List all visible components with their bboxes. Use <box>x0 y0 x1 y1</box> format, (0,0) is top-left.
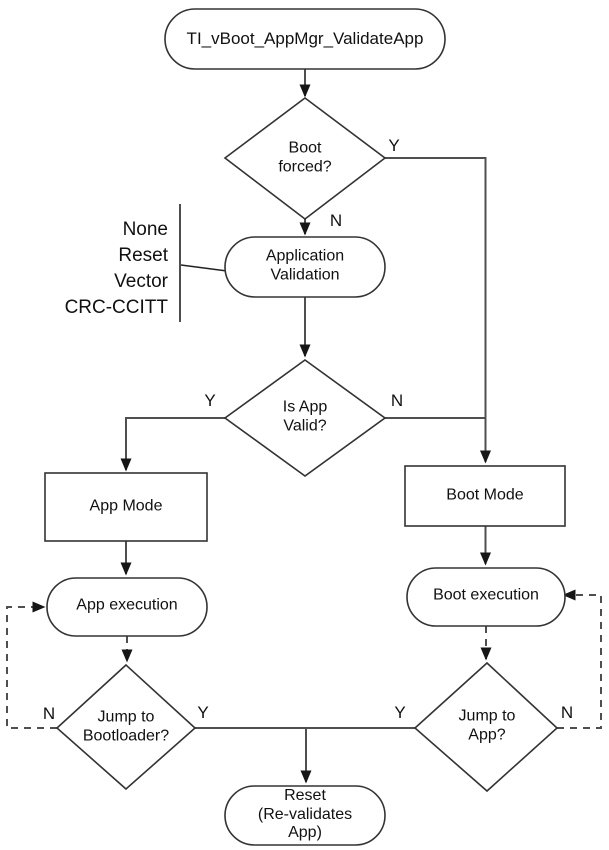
validation-options-label: None Reset Vector CRC-CCITT <box>64 219 168 318</box>
node-is-app-valid <box>223 359 387 477</box>
node-app-execution-label: App execution <box>76 596 178 614</box>
node-jump-to-bootloader-label: Jump to Bootloader? <box>82 708 170 744</box>
node-is-app-valid-label: Is App Valid? <box>282 398 328 434</box>
node-boot-mode-label: Boot Mode <box>446 486 524 504</box>
edge-label-is-app-valid-no: N <box>390 391 404 411</box>
node-boot-forced <box>223 97 387 221</box>
node-boot-execution-label: Boot execution <box>433 586 539 604</box>
node-application-validation <box>224 236 386 298</box>
edge-jump-bootloader-no-loop <box>6 601 57 729</box>
validation-options-connector <box>180 264 228 272</box>
node-application-validation-label: Application Validation <box>265 247 345 283</box>
node-app-mode <box>44 472 208 542</box>
edge-jump-app-no-loop <box>557 589 602 729</box>
edge-label-boot-forced-yes: Y <box>388 136 400 156</box>
edge-label-boot-forced-no: N <box>329 211 343 231</box>
node-start-label: TI_vBoot_AppMgr_ValidateApp <box>186 29 424 49</box>
node-jump-to-bootloader <box>55 663 197 791</box>
node-boot-mode <box>404 465 566 527</box>
node-jump-to-app <box>413 661 559 793</box>
edge-label-jump-bootloader-yes: Y <box>197 703 209 723</box>
edge-boot-forced-yes-to-boot-mode <box>385 157 491 464</box>
node-reset-label: Reset (Re-validates App) <box>257 786 353 842</box>
edge-is-app-valid-yes-to-app-mode <box>120 417 225 472</box>
node-jump-to-app-label: Jump to App? <box>458 707 516 743</box>
node-app-mode-label: App Mode <box>89 497 163 515</box>
edge-label-jump-app-yes: Y <box>394 703 406 723</box>
node-reset <box>224 785 386 846</box>
edge-label-is-app-valid-yes: Y <box>204 391 216 411</box>
node-boot-forced-label: Boot forced? <box>278 139 332 175</box>
edge-label-jump-bootloader-no: N <box>42 704 56 724</box>
node-app-execution <box>46 577 208 637</box>
node-boot-execution <box>406 567 566 627</box>
node-start <box>164 8 446 70</box>
edge-label-jump-app-no: N <box>560 703 574 723</box>
